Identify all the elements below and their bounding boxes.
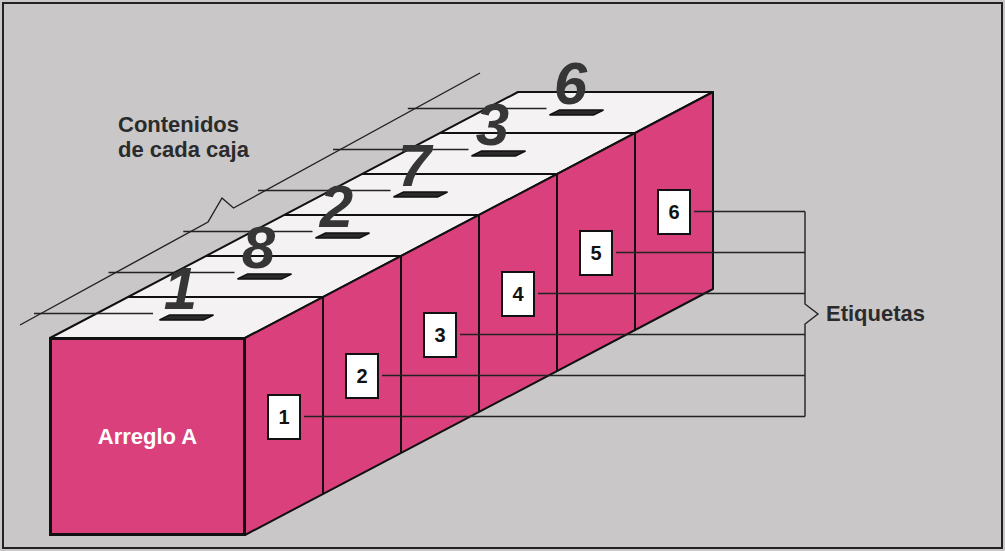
label-tag: 2 xyxy=(345,353,379,399)
labels-bracket xyxy=(304,212,818,417)
tag-number: 3 xyxy=(434,325,445,345)
box-content: 1 xyxy=(164,259,197,319)
box-content: 6 xyxy=(554,54,587,114)
label-tag: 4 xyxy=(501,271,535,317)
contents-bracket xyxy=(20,73,547,325)
tag-number: 4 xyxy=(512,284,523,304)
label-tag: 6 xyxy=(657,189,691,235)
tag-number: 5 xyxy=(590,243,601,263)
side-face xyxy=(245,92,713,535)
tag-number: 6 xyxy=(668,202,679,222)
label-tag: 3 xyxy=(423,312,457,358)
box-content: 8 xyxy=(242,218,275,278)
end-face xyxy=(50,338,245,535)
callout-label: Etiquetas xyxy=(826,301,925,326)
label-tag: 1 xyxy=(267,394,301,440)
box-content: 7 xyxy=(398,136,431,196)
tag-number: 2 xyxy=(356,366,367,386)
frame xyxy=(3,3,1002,548)
box-content: 3 xyxy=(476,95,509,155)
array-end-face: Arreglo A xyxy=(50,338,245,535)
array-name: Arreglo A xyxy=(98,424,197,449)
tag-number: 1 xyxy=(278,407,289,427)
label-tag: 5 xyxy=(579,230,613,276)
callout-label: Contenidos de cada caja xyxy=(118,112,253,163)
box-content: 2 xyxy=(320,177,353,237)
